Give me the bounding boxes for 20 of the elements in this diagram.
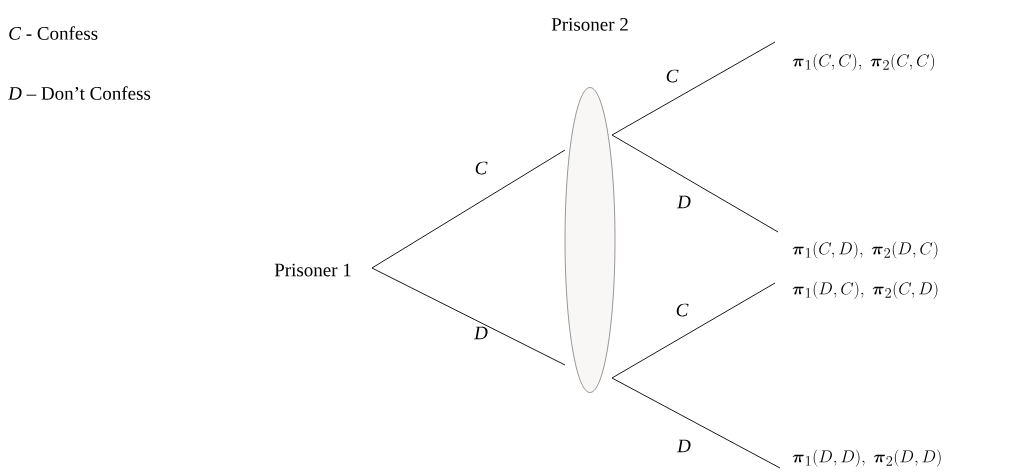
legend-text: D – Don’t Confess <box>8 86 151 100</box>
payoff-label: $\boldsymbol{\pi}_1(D,D),\ \boldsymbol{\pi}_2(D,D)$ <box>792 449 941 467</box>
branch-line <box>371 149 566 269</box>
payoff-label: $\boldsymbol{\pi}_1(C,C),\ \boldsymbol{\pi}_2(C,C)$ <box>792 53 935 71</box>
payoff-label: $\boldsymbol{\pi}_1(C,D),\ \boldsymbol{\pi}_2(D,C)$ <box>792 241 938 259</box>
branch-line <box>371 267 566 366</box>
branch-line <box>611 282 776 379</box>
edge-label: C <box>666 69 679 83</box>
node-label: Prisoner 2 <box>551 18 628 31</box>
player-label: Prisoner 1 <box>274 263 351 277</box>
branch-line <box>611 41 776 136</box>
branch-line <box>611 377 781 469</box>
edge-label: D <box>676 195 691 209</box>
branch-line <box>611 134 779 233</box>
edge-label: D <box>473 326 488 340</box>
legend-text: C - Confess <box>9 26 98 40</box>
edge-label: C <box>676 303 689 317</box>
payoff-label: $\boldsymbol{\pi}_1(D,C),\ \boldsymbol{\pi}_2(C,D)$ <box>792 281 938 299</box>
edge-label: C <box>475 161 488 175</box>
edge-label: D <box>676 439 691 453</box>
